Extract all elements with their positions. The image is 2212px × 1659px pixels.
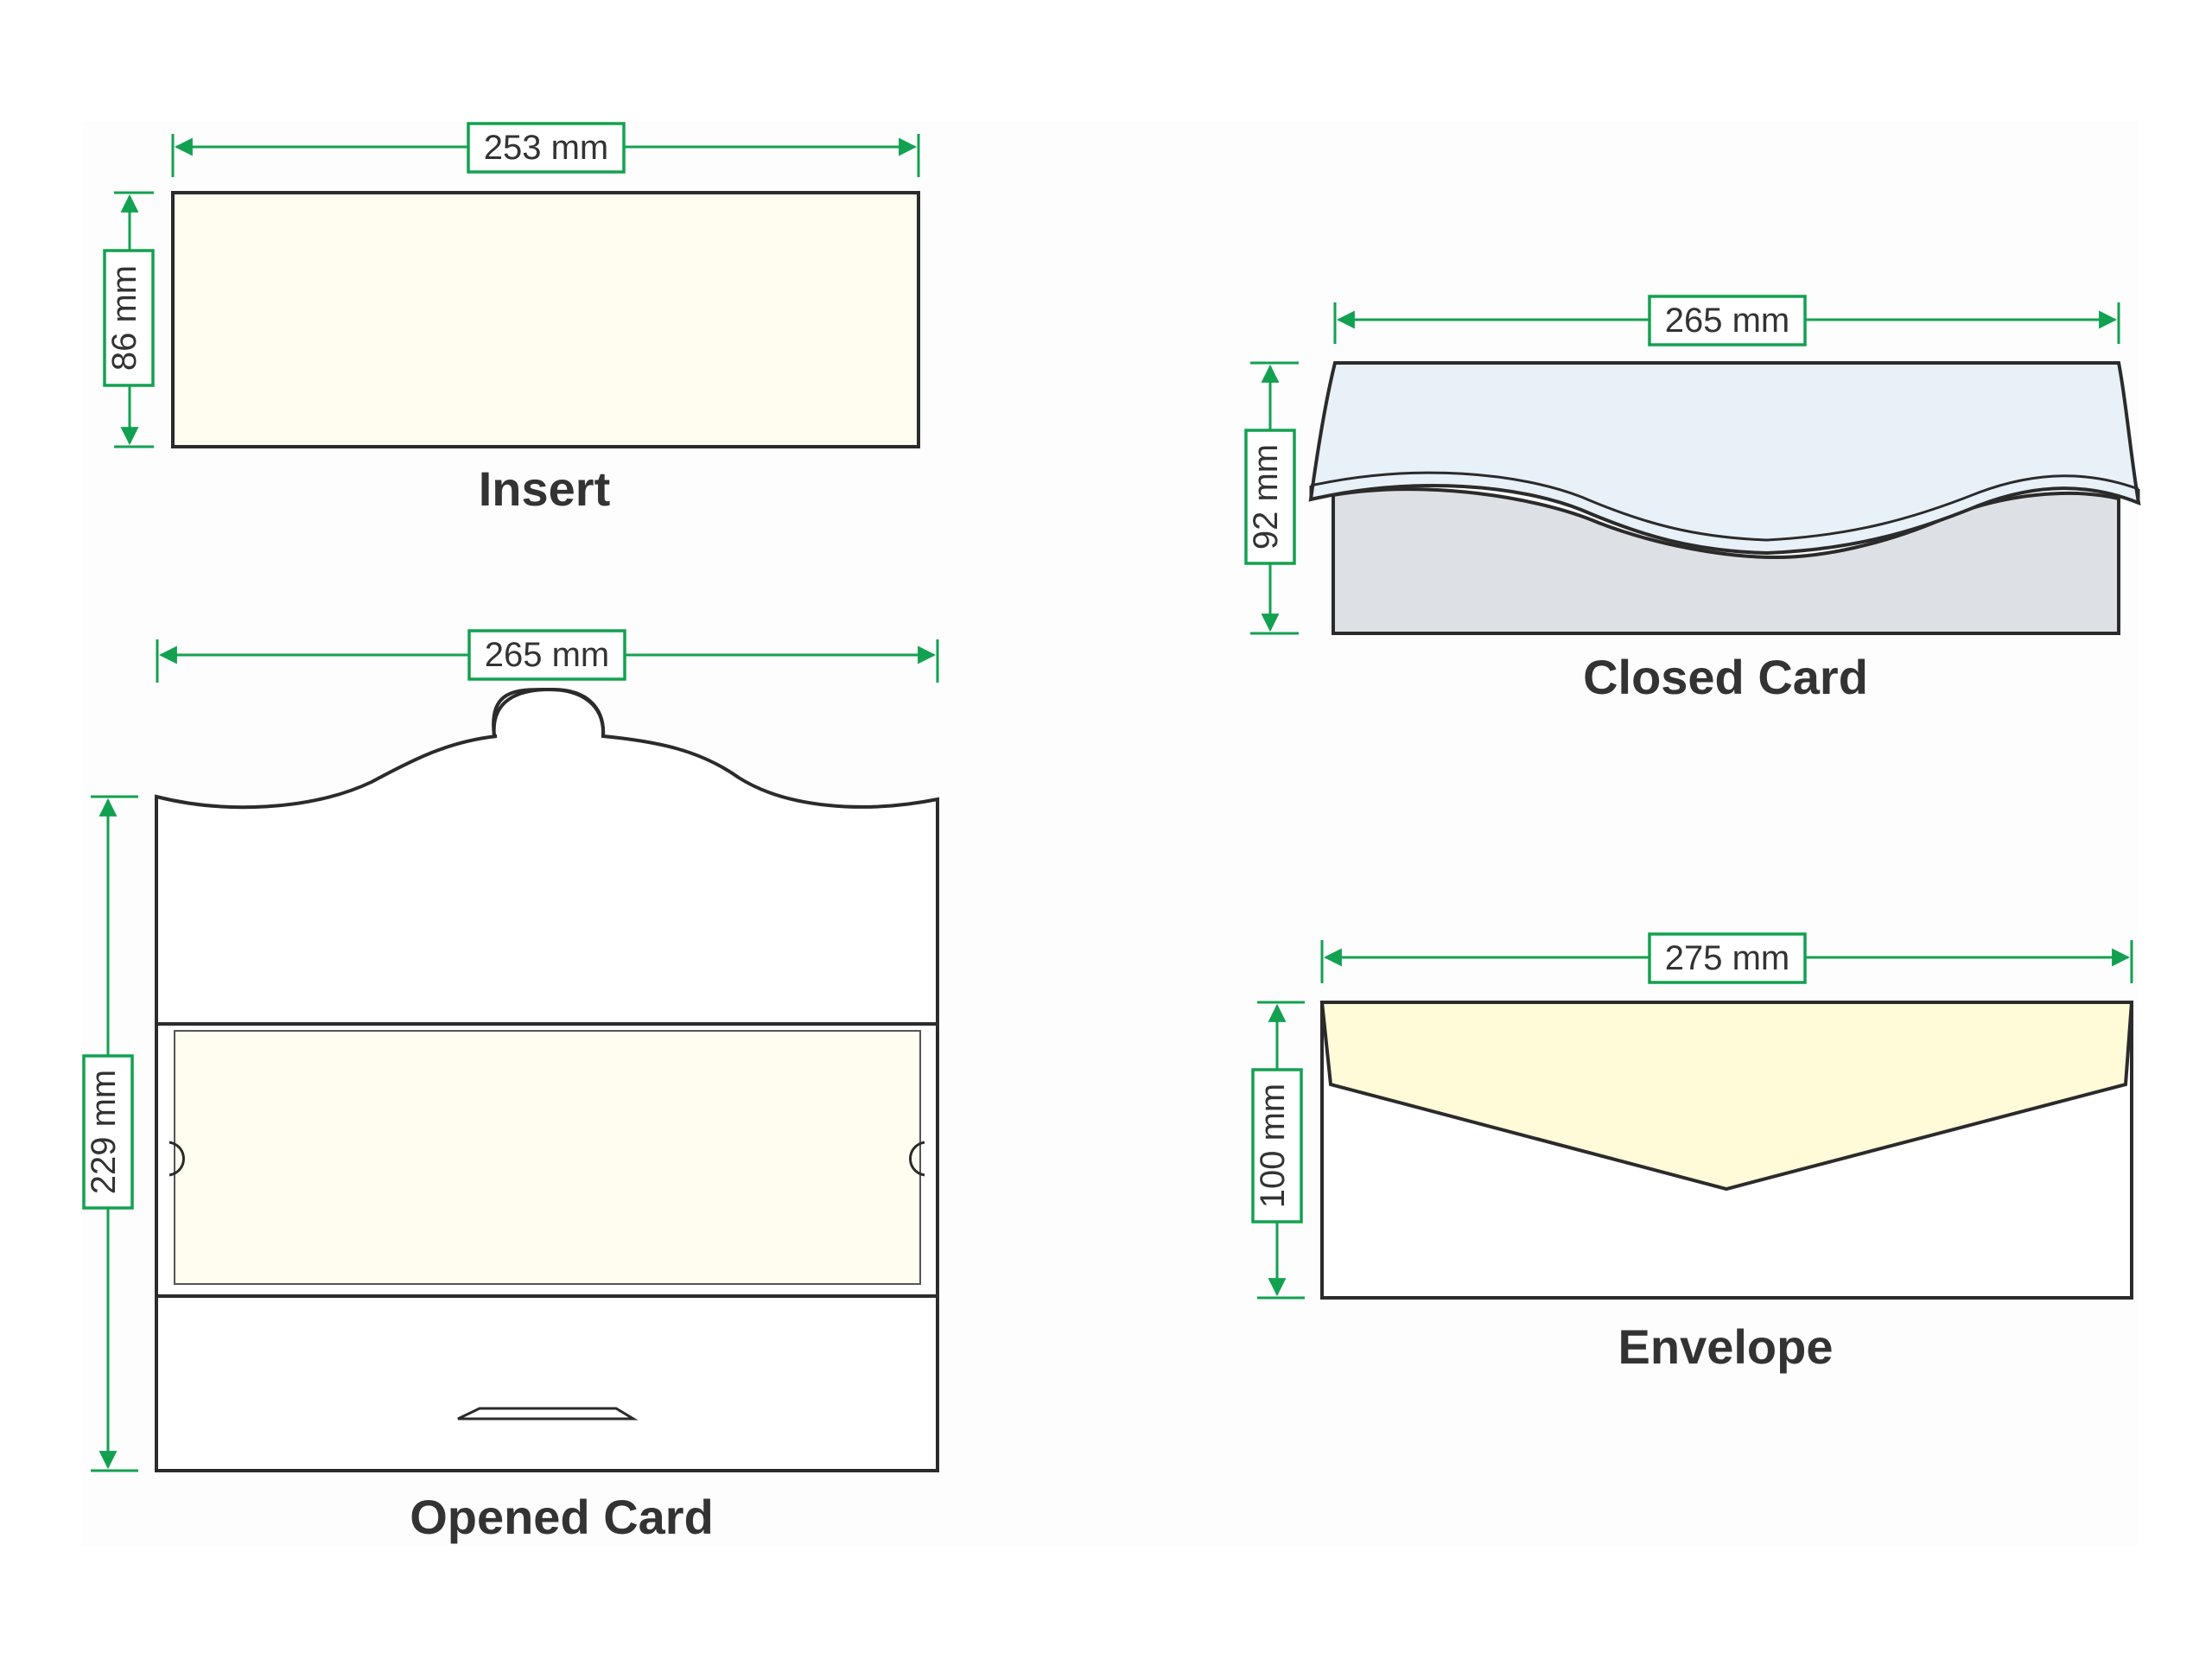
insert-height-label: 86 mm xyxy=(105,265,143,371)
closed-card-group: 265 mm 92 mm Closed Card xyxy=(1244,295,2141,704)
insert-group: 253 mm 86 mm Insert xyxy=(103,122,920,516)
insert-card xyxy=(171,191,920,448)
opened-card-height-label-box xyxy=(82,1054,134,1210)
opened-card-width-label: 265 mm xyxy=(485,636,610,674)
opened-card-left-slit xyxy=(168,1141,185,1177)
opened-card-height-label: 229 mm xyxy=(85,1070,123,1195)
insert-width-dimension: 253 mm xyxy=(171,122,920,177)
closed-card-height-label-box xyxy=(1244,429,1296,565)
closed-card-height-label: 92 mm xyxy=(1247,444,1285,550)
closed-card-height-dimension: 92 mm xyxy=(1244,361,1299,635)
envelope-group: 275 mm 100 mm Envelope xyxy=(1251,932,2134,1374)
envelope-height-dimension: 100 mm xyxy=(1251,1001,1305,1300)
opened-card-right-slit xyxy=(909,1141,925,1177)
closed-card-flap-inner-edge xyxy=(1310,471,2139,542)
opened-card-top-tab xyxy=(492,687,606,737)
insert-width-label-box xyxy=(467,122,626,174)
insert-height-label-box xyxy=(103,249,155,387)
closed-card-width-dimension: 265 mm xyxy=(1333,295,2120,346)
envelope-height-label-box xyxy=(1251,1068,1303,1224)
insert-title: Insert xyxy=(479,461,611,516)
opened-card-width-dimension: 265 mm xyxy=(156,629,939,683)
closed-card-flap-edge xyxy=(1309,486,2140,503)
opened-card-title: Opened Card xyxy=(410,1490,714,1544)
envelope-title: Envelope xyxy=(1618,1319,1834,1374)
closed-card-width-label: 265 mm xyxy=(1665,302,1790,340)
envelope-width-label: 275 mm xyxy=(1665,939,1790,977)
envelope-flap xyxy=(1319,1001,2134,1192)
opened-card-group: 265 mm 229 mm Opened Card xyxy=(82,629,939,1544)
insert-width-label: 253 mm xyxy=(484,129,609,167)
opened-card-insert-panel xyxy=(174,1030,921,1285)
insert-height-dimension: 86 mm xyxy=(103,191,155,448)
opened-card-height-dimension: 229 mm xyxy=(82,795,138,1472)
closed-card-width-label-box xyxy=(1648,295,1807,346)
closed-card-body xyxy=(1332,487,2120,635)
envelope-height-label: 100 mm xyxy=(1254,1084,1292,1209)
opened-card-tuck-slot xyxy=(457,1407,639,1421)
closed-card-title: Closed Card xyxy=(1583,650,1868,704)
opened-card-width-label-box xyxy=(467,629,626,681)
envelope-width-dimension: 275 mm xyxy=(1320,932,2133,984)
envelope-width-label-box xyxy=(1648,932,1807,984)
